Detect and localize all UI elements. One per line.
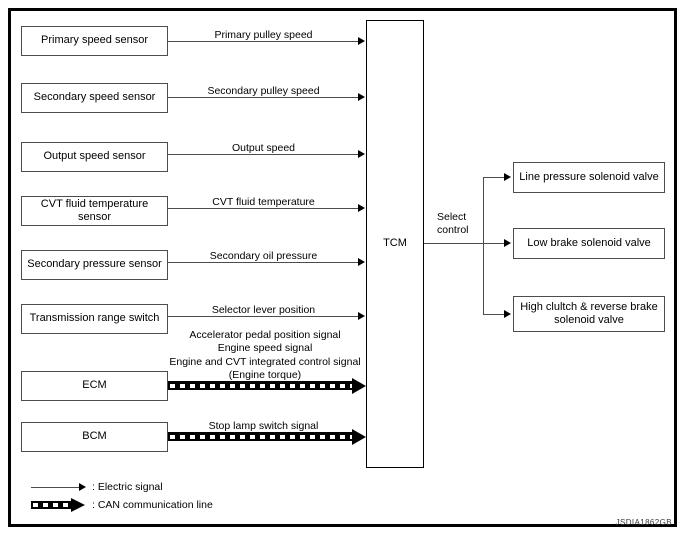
legend-row-can-communication-line: : CAN communication line (31, 498, 213, 512)
input-box-secondary-pressure-sensor: Secondary pressure sensor (21, 250, 168, 280)
can-arrowhead-ecm (352, 377, 366, 394)
arrowhead-secondary-oil-pressure (358, 258, 365, 266)
arrowhead-low-brake-solenoid (504, 239, 511, 247)
output-box-high-clutch-reverse-brake-solenoid-valve: High clultch & reverse brake solenoid va… (513, 296, 665, 332)
signal-label-selector-lever-position: Selector lever position (211, 304, 316, 316)
connector-line-secondary-speed (168, 97, 359, 98)
figure-id-code: JSDIA1862GB (615, 518, 672, 527)
connector-line-secondary-oil-pressure (168, 262, 359, 263)
connector-line-high-clutch-reverse-brake-solenoid (483, 314, 505, 315)
signal-label-secondary-oil-pressure: Secondary oil pressure (209, 250, 318, 262)
legend-label-can-communication-line: : CAN communication line (92, 499, 213, 511)
arrowhead-high-clutch-reverse-brake-solenoid (504, 310, 511, 318)
connector-line-low-brake-solenoid (483, 243, 505, 244)
can-line-bcm (168, 432, 354, 441)
output-box-low-brake-solenoid-valve: Low brake solenoid valve (513, 228, 665, 259)
signal-label-output-speed: Output speed (231, 142, 296, 154)
connector-line-cvt-fluid-temperature (168, 208, 359, 209)
input-box-primary-speed-sensor: Primary speed sensor (21, 26, 168, 56)
signal-label-secondary-pulley-speed: Secondary pulley speed (207, 85, 320, 97)
connector-line-select-control-bus (483, 177, 484, 314)
signal-label-primary-pulley-speed: Primary pulley speed (214, 29, 313, 41)
input-box-bcm: BCM (21, 422, 168, 452)
input-box-cvt-fluid-temperature-sensor: CVT fluid temperature sensor (21, 196, 168, 226)
can-communication-arrow-icon (31, 498, 86, 512)
select-control-label: Select control (437, 211, 469, 237)
output-box-line-pressure-solenoid-valve: Line pressure solenoid valve (513, 162, 665, 193)
connector-line-primary-speed (168, 41, 359, 42)
controller-box-tcm: TCM (366, 20, 424, 468)
input-box-transmission-range-switch: Transmission range switch (21, 304, 168, 334)
signal-label-stop-lamp-switch: Stop lamp switch signal (208, 420, 319, 432)
input-box-ecm: ECM (21, 371, 168, 401)
arrowhead-cvt-fluid-temperature (358, 204, 365, 212)
can-line-ecm (168, 381, 354, 390)
legend-label-electric-signal: : Electric signal (92, 481, 163, 493)
connector-line-select-control-trunk (424, 243, 484, 244)
can-arrowhead-bcm (352, 428, 366, 445)
input-box-secondary-speed-sensor: Secondary speed sensor (21, 83, 168, 113)
connector-line-line-pressure-solenoid (483, 177, 505, 178)
arrowhead-line-pressure-solenoid (504, 173, 511, 181)
diagram-frame (8, 8, 677, 527)
signal-label-ecm-can-signals: Accelerator pedal position signal Engine… (169, 329, 361, 382)
connector-line-selector-lever-position (168, 316, 359, 317)
legend-row-electric-signal: : Electric signal (31, 481, 163, 493)
arrowhead-selector-lever-position (358, 312, 365, 320)
input-box-output-speed-sensor: Output speed sensor (21, 142, 168, 172)
connector-line-output-speed (168, 154, 359, 155)
electric-signal-arrow-icon (31, 483, 86, 491)
arrowhead-secondary-speed (358, 93, 365, 101)
arrowhead-primary-speed (358, 37, 365, 45)
signal-label-cvt-fluid-temperature: CVT fluid temperature (212, 196, 315, 208)
arrowhead-output-speed (358, 150, 365, 158)
